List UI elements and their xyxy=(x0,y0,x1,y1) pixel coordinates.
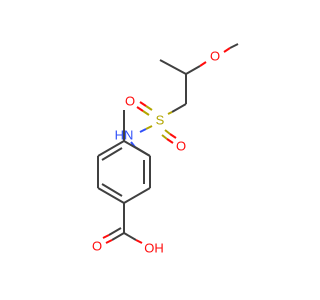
bond-c-o-double-a xyxy=(111,232,125,241)
ring-bond-3 xyxy=(97,187,125,204)
bond-c-o-double-a-red xyxy=(105,239,113,244)
bond-o-ch3-red xyxy=(223,47,231,53)
bond-c-oh-red xyxy=(135,239,143,244)
bond-s-n-yellow xyxy=(145,125,153,130)
bond-ch-o-methoxy xyxy=(185,65,201,75)
bond-ch-o-methoxy-red xyxy=(199,61,207,67)
bond-c-o-double-b-red xyxy=(102,234,110,239)
bond-c-oh xyxy=(123,232,137,241)
atom-labels: O S O O HN O OH xyxy=(92,49,220,256)
sulfur-label: S xyxy=(156,113,165,128)
bond-s-o-down-b xyxy=(161,134,168,140)
carboxyl-oxygen-label: O xyxy=(92,239,102,254)
bond-s-o-left-a xyxy=(145,105,153,111)
bond-s-o-down-b-red xyxy=(166,138,174,144)
bond-c-o-double-b xyxy=(108,227,122,236)
bond-s-o-left-a-red xyxy=(139,101,147,107)
ring-bond-5 xyxy=(97,140,125,157)
amide-nh-label: HN xyxy=(115,128,134,143)
bond-o-ch3 xyxy=(229,43,239,49)
ring-bond-2 xyxy=(123,187,151,204)
bonds xyxy=(97,43,239,244)
carboxyl-hydroxyl-label: OH xyxy=(144,241,164,256)
sulfonyl-oxygen-left-label: O xyxy=(125,94,135,109)
bond-s-n-blue xyxy=(139,128,147,133)
ring-bond-3-inner xyxy=(101,183,123,197)
sulfonyl-oxygen-right-label: O xyxy=(176,139,186,154)
bond-ch3-ch xyxy=(159,59,187,75)
ring-bond-6 xyxy=(123,140,151,157)
bond-s-o-down-a xyxy=(164,129,171,135)
methoxy-oxygen-label: O xyxy=(210,49,220,64)
bond-ch2-s-yellow xyxy=(167,111,173,115)
ring-bond-5-inner xyxy=(101,147,123,161)
bond-s-o-down-a-red xyxy=(169,133,177,139)
bond-s-o-left-b xyxy=(142,110,150,116)
bond-ch2-s xyxy=(171,103,187,113)
chemical-structure-diagram: O S O O HN O OH xyxy=(92,43,239,256)
bond-s-o-left-b-red xyxy=(136,106,144,112)
